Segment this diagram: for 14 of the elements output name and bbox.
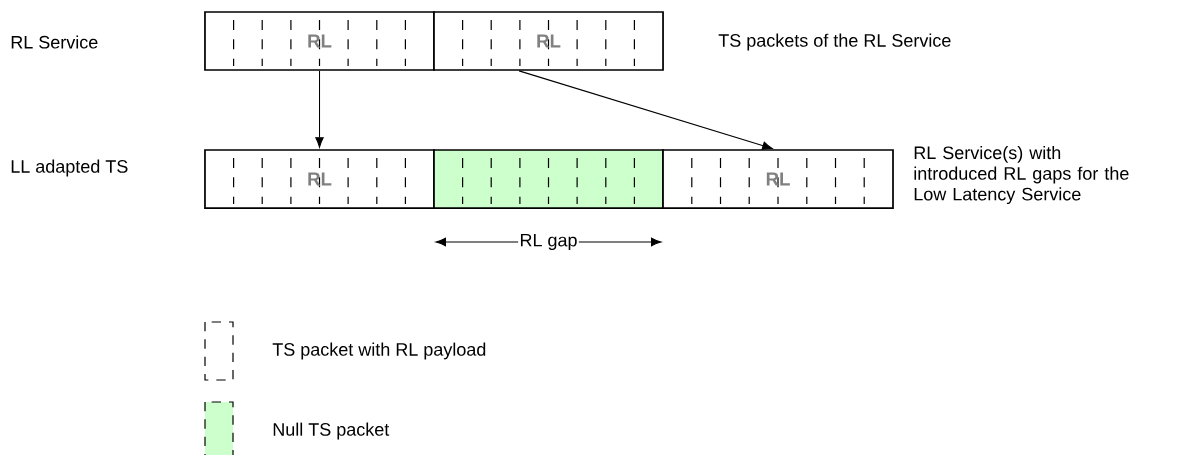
null-packet-block (433, 149, 664, 209)
packet-block: RL (204, 149, 435, 209)
arrow (315, 70, 324, 148)
side-label: RL Service(s) with introduced RL gaps for the Low Latency Service (914, 145, 1129, 205)
side-label: LL adapted TS (11, 159, 128, 177)
legend-label: TS packet with RL payload (272, 342, 486, 360)
dimension-label: RL gap (518, 232, 579, 252)
side-label: TS packets of the RL Service (718, 33, 951, 51)
side-label: RL Service (11, 35, 98, 49)
packet-block: RL (204, 11, 435, 71)
packet-block: RL (433, 11, 664, 71)
packet-block: RL (662, 149, 894, 209)
legend-label: Null TS packet (273, 422, 390, 440)
arrow (518, 70, 773, 150)
